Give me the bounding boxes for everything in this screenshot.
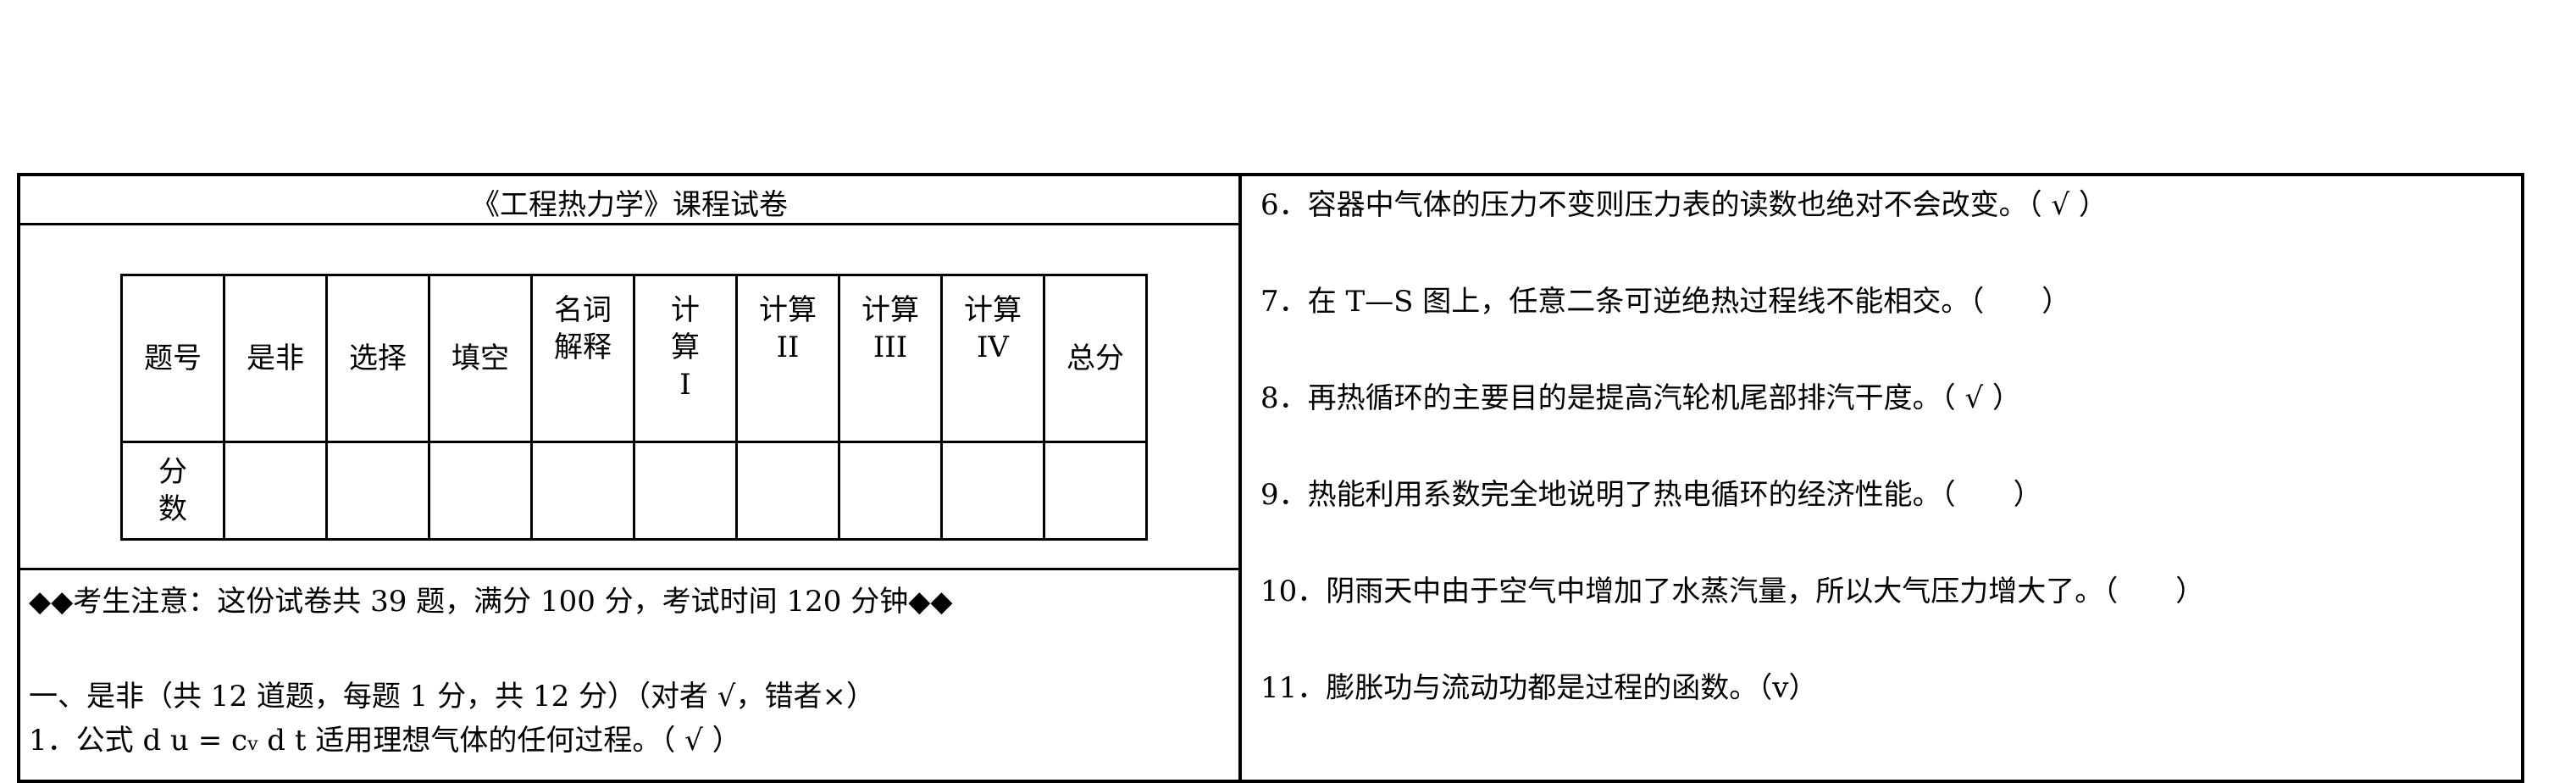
header-jisuan4-line2: IV <box>977 330 1009 364</box>
header-tihao: 题号 <box>120 274 225 443</box>
header-jisuan3: 计算 III <box>838 274 943 443</box>
question-1-suffix: d t 适用理想气体的任何过程。（ √ ） <box>258 724 741 758</box>
header-jisuan2-line1: 计算 <box>759 293 817 327</box>
title-divider <box>17 223 1242 225</box>
section1-heading: 一、是非（共 12 道题，每题 1 分，共 12 分）（对者 √，错者×） <box>29 680 875 714</box>
question-1-prefix: 1．公式 d u = c <box>29 724 248 758</box>
question-9: 9．热能利用系数完全地说明了热电循环的经济性能。（ ） <box>1260 478 2042 512</box>
score-table-header-row: 题号 是非 选择 填空 名词 解释 计 算 I 计算 II 计算 III 计算 … <box>120 274 1148 443</box>
header-mingci-line1: 名词 <box>554 293 612 327</box>
header-tiankong: 填空 <box>428 274 533 443</box>
header-jisuan1-line1: 计 <box>671 293 700 327</box>
question-8: 8．再热循环的主要目的是提高汽轮机尾部排汽干度。（ √ ） <box>1260 381 2021 415</box>
score-row-label-line2: 数 <box>158 492 187 526</box>
question-11: 11．膨胀功与流动功都是过程的函数。（v） <box>1260 671 1818 705</box>
header-jisuan2-line2: II <box>776 330 800 364</box>
question-10: 10．阴雨天中由于空气中增加了水蒸汽量，所以大气压力增大了。（ ） <box>1260 575 2205 608</box>
exam-title: 《工程热力学》课程试卷 <box>471 188 788 222</box>
score-table-score-row: 分 数 <box>120 441 1148 541</box>
score-cell-tiankong[interactable] <box>428 441 533 541</box>
exam-notice: ◆◆考生注意：这份试卷共 39 题，满分 100 分，考试时间 120 分钟◆◆ <box>29 585 953 619</box>
header-jisuan1-line2: 算 <box>671 330 700 364</box>
score-table: 题号 是非 选择 填空 名词 解释 计 算 I 计算 II 计算 III 计算 … <box>120 274 1148 541</box>
score-cell-shifei[interactable] <box>223 441 328 541</box>
question-1: 1．公式 d u = cv d t 适用理想气体的任何过程。（ √ ） <box>29 724 741 762</box>
score-cell-jisuan1[interactable] <box>633 441 738 541</box>
header-mingci-line2: 解释 <box>554 330 612 364</box>
header-jisuan1: 计 算 I <box>633 274 738 443</box>
table-divider <box>17 568 1242 570</box>
header-shifei: 是非 <box>223 274 328 443</box>
header-jisuan3-line2: III <box>873 330 908 364</box>
header-jisuan2: 计算 II <box>735 274 840 443</box>
question-1-subscript: v <box>247 734 258 755</box>
header-xuanze: 选择 <box>325 274 430 443</box>
header-jisuan4: 计算 IV <box>940 274 1045 443</box>
header-jisuan4-line1: 计算 <box>964 293 1022 327</box>
header-jisuan1-line3: I <box>679 368 691 402</box>
score-cell-jisuan2[interactable] <box>735 441 840 541</box>
column-divider <box>1238 173 1242 783</box>
score-cell-mingci[interactable] <box>530 441 635 541</box>
header-zongfen: 总分 <box>1043 274 1148 443</box>
question-7: 7．在 T—S 图上，任意二条可逆绝热过程线不能相交。（ ） <box>1260 285 2071 319</box>
score-cell-jisuan3[interactable] <box>838 441 943 541</box>
header-mingci: 名词 解释 <box>530 274 635 443</box>
question-6: 6．容器中气体的压力不变则压力表的读数也绝对不会改变。（ √ ） <box>1260 188 2108 222</box>
score-cell-xuanze[interactable] <box>325 441 430 541</box>
score-row-label-line1: 分 <box>158 455 187 489</box>
score-row-label: 分 数 <box>120 441 225 541</box>
header-jisuan3-line1: 计算 <box>861 293 919 327</box>
score-cell-zongfen[interactable] <box>1043 441 1148 541</box>
score-cell-jisuan4[interactable] <box>940 441 1045 541</box>
